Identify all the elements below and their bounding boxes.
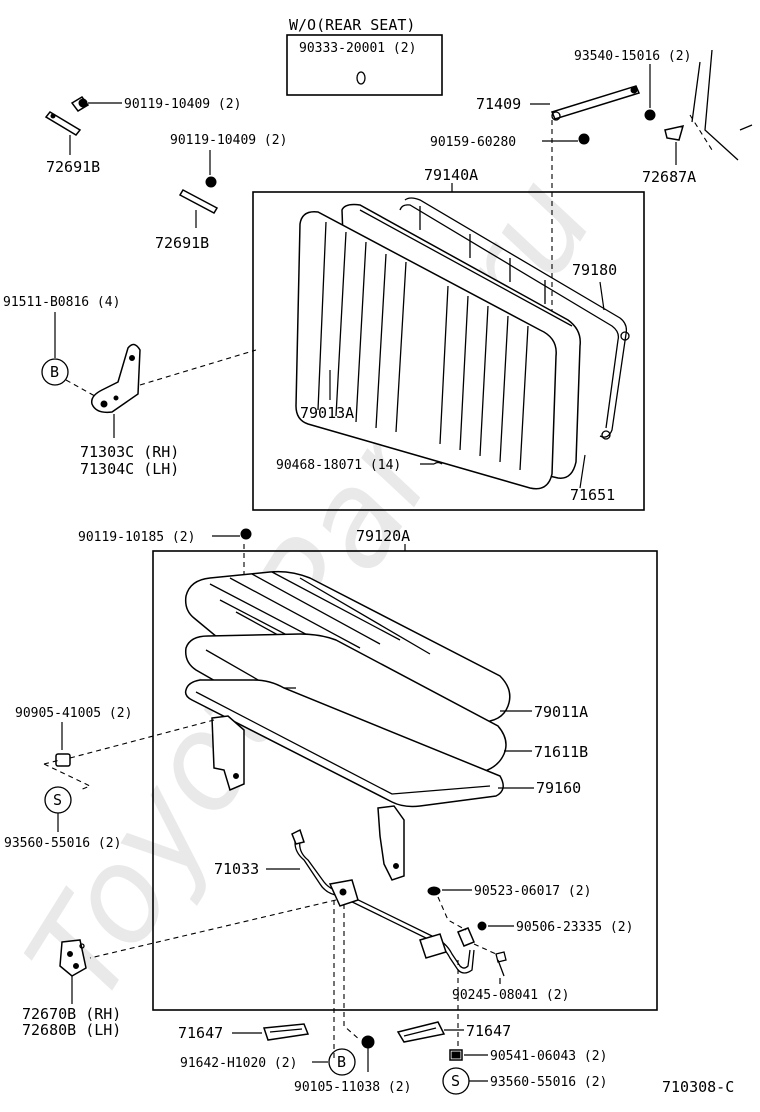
callout-b-lower-letter: B [337, 1053, 346, 1071]
callout-b-lower [328, 1048, 356, 1076]
bolt-90119-10185 [240, 528, 252, 540]
label-71409: 71409 [476, 95, 521, 113]
inset-frame [286, 34, 443, 96]
nut-90541 [449, 1049, 463, 1061]
label-90523-06017: 90523-06017 (2) [474, 884, 591, 899]
strap-71409 [550, 85, 641, 121]
label-71303c: 71303C (RH) [80, 443, 179, 461]
rod-71033 [291, 828, 475, 974]
label-72680b: 72680B (LH) [22, 1021, 121, 1039]
callout-s-left-letter: S [53, 791, 62, 809]
bolt-93540 [644, 109, 656, 121]
callout-s-lower-letter: S [451, 1072, 460, 1090]
grommet-90905 [55, 753, 71, 767]
label-79140a: 79140A [424, 166, 478, 184]
bolt-90105 [361, 1035, 375, 1049]
label-79120a: 79120A [356, 527, 410, 545]
label-71033: 71033 [214, 860, 259, 878]
bolt-90245 [495, 951, 507, 977]
label-71651: 71651 [570, 486, 615, 504]
label-90119-10409-a: 90119-10409 (2) [124, 97, 241, 112]
label-90905-41005: 90905-41005 (2) [15, 706, 132, 721]
cushion-leg-left [211, 715, 245, 792]
label-90119-10409-b: 90119-10409 (2) [170, 133, 287, 148]
body-panel [691, 49, 753, 161]
nut-90506 [477, 921, 487, 931]
bracket-72691b-a [44, 111, 82, 136]
label-90506-23335: 90506-23335 (2) [516, 920, 633, 935]
label-90541-06043: 90541-06043 (2) [490, 1049, 607, 1064]
callout-b-upper-letter: B [50, 363, 59, 381]
label-72691b-a: 72691B [46, 158, 100, 176]
bracket-72670b [59, 939, 87, 977]
label-71647-a: 71647 [178, 1024, 223, 1042]
hog-ring-90468 [420, 461, 443, 465]
label-93560-55016-a: 93560-55016 (2) [4, 836, 121, 851]
cushion-assembly-frame [152, 550, 658, 1011]
label-90159-60280: 90159-60280 [430, 135, 516, 150]
label-71304c: 71304C (LH) [80, 460, 179, 478]
cushion-leg-right [377, 805, 405, 881]
label-72670b: 72670B (RH) [22, 1005, 121, 1023]
frame-79180 [404, 197, 628, 438]
nut-90159 [578, 133, 590, 145]
label-79160: 79160 [536, 779, 581, 797]
cover-79013a [295, 211, 557, 490]
label-71611b: 71611B [534, 743, 588, 761]
label-91511-b0816: 91511-B0816 (4) [3, 295, 120, 310]
label-90468-18071: 90468-18071 (14) [276, 458, 401, 473]
label-72687a: 72687A [642, 168, 696, 186]
label-91642-h1020: 91642-H1020 (2) [180, 1056, 297, 1071]
label-90105-11038: 90105-11038 (2) [294, 1080, 411, 1095]
clip-90523 [427, 886, 441, 896]
inset-clip-part [356, 71, 366, 85]
bolt-90119-a [70, 96, 90, 112]
inset-title: W/O(REAR SEAT) [289, 16, 415, 34]
cover-71647-a [262, 1023, 310, 1041]
callout-b-upper [41, 358, 69, 386]
label-71647-b: 71647 [466, 1022, 511, 1040]
inset-part-label: 90333-20001 (2) [299, 41, 416, 56]
hook-72687a [664, 124, 685, 141]
label-72691b-b: 72691B [155, 234, 209, 252]
label-90119-10185: 90119-10185 (2) [78, 530, 195, 545]
label-93560-55016-b: 93560-55016 (2) [490, 1075, 607, 1090]
label-79013a: 79013A [300, 404, 354, 422]
label-79180: 79180 [572, 261, 617, 279]
bracket-72691b-b [178, 189, 219, 214]
label-90245-08041: 90245-08041 (2) [452, 988, 569, 1003]
bolt-90119-b [205, 176, 217, 188]
diagram-code: 710308-C [662, 1078, 734, 1096]
label-79011a: 79011A [534, 703, 588, 721]
cover-71647-b [396, 1021, 446, 1043]
hinge-71303c [90, 343, 141, 414]
label-93540-15016: 93540-15016 (2) [574, 49, 691, 64]
